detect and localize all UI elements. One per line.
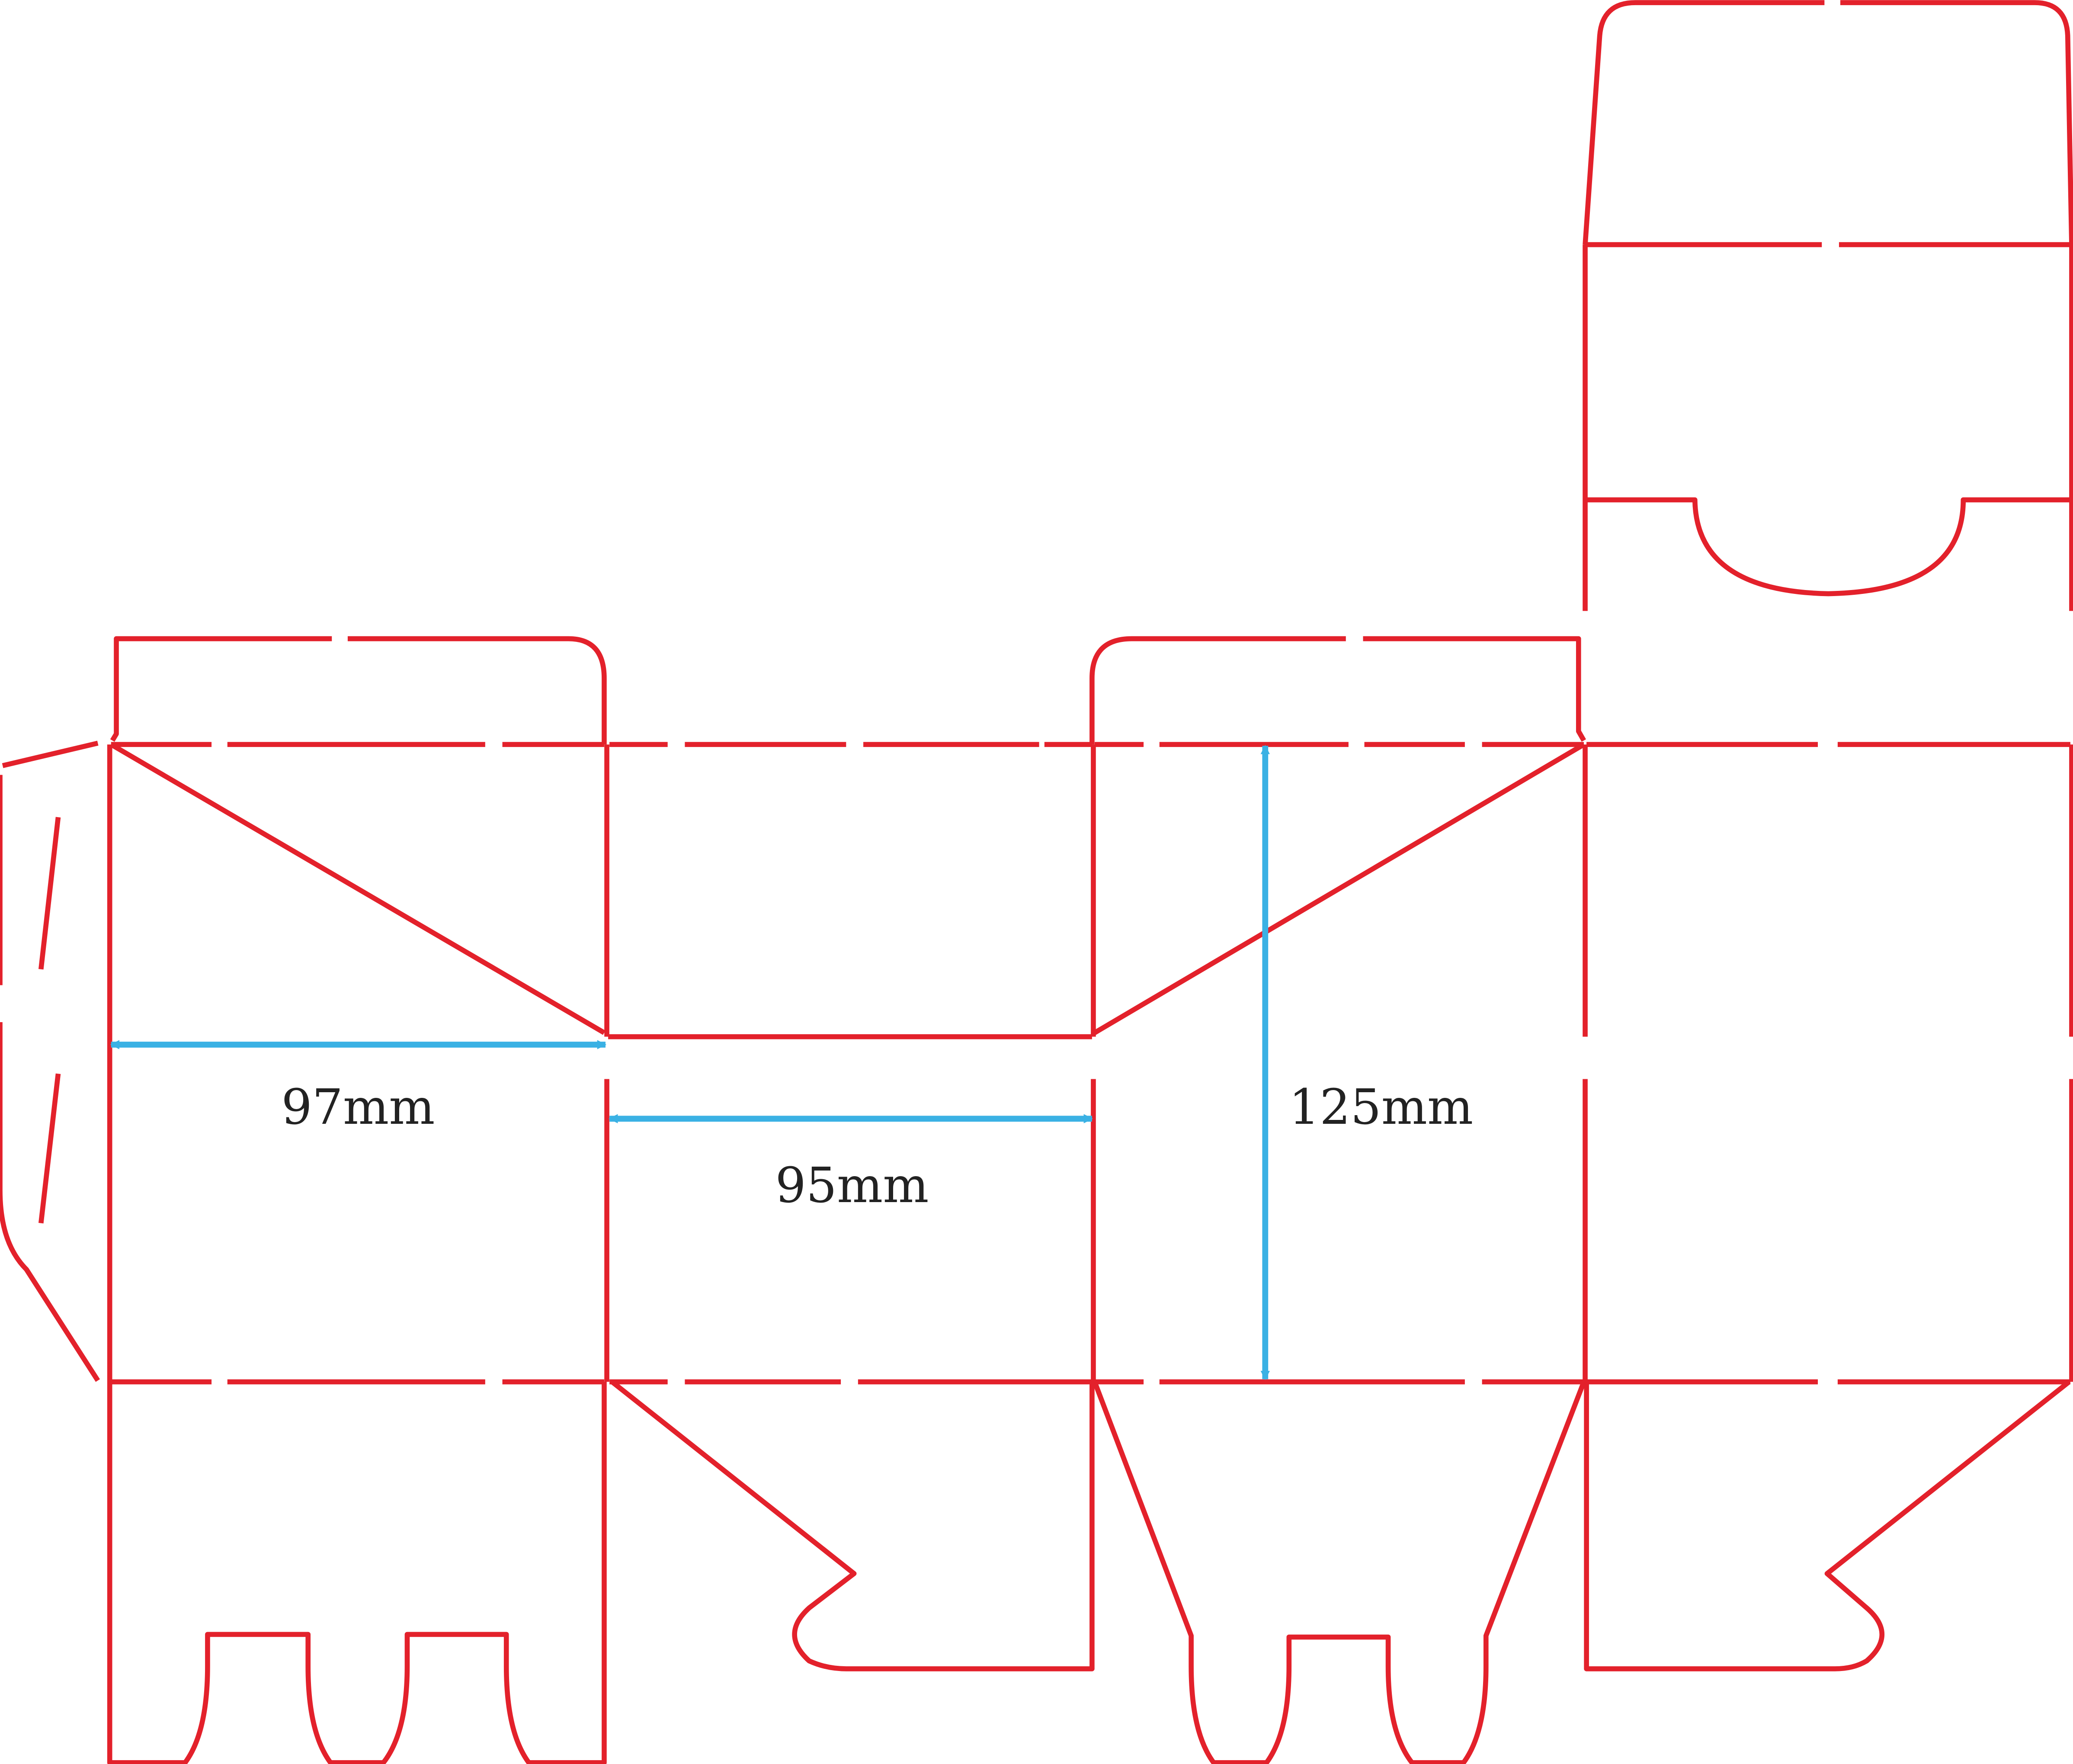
dimension-annotations xyxy=(110,744,1270,1380)
bottom-flap-1 xyxy=(107,1382,607,1764)
label-97mm: 97mm xyxy=(281,1079,435,1135)
bottom-flap-2 xyxy=(610,1379,1095,1671)
lid-finger-notch xyxy=(1585,497,2072,597)
glue-flap xyxy=(0,741,100,1382)
label-125mm: 125mm xyxy=(1289,1079,1474,1135)
bottom-flap-4 xyxy=(1584,1379,2071,1671)
top-flap-3 xyxy=(1089,636,1586,745)
lid-fold-verticals xyxy=(1583,244,2073,611)
lid-tuck-flap xyxy=(1583,0,2073,245)
label-95mm: 95mm xyxy=(775,1158,929,1214)
bottom-flap-3 xyxy=(1092,1381,1586,1764)
top-flap-1 xyxy=(110,636,607,745)
panel-fold-verticals xyxy=(107,744,2073,1382)
diagonal-fold-3 xyxy=(1093,742,1585,1035)
diagonal-fold-1 xyxy=(109,742,606,1035)
